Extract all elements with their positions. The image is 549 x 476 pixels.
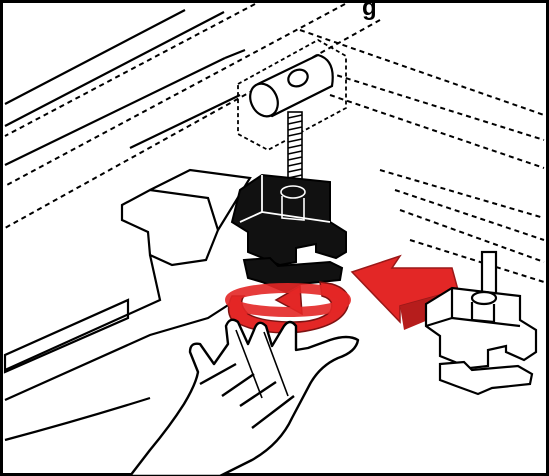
cylinder-pin (245, 55, 333, 121)
clamp-block (232, 175, 346, 292)
upper-rail (5, 10, 245, 165)
hand-icon (130, 320, 358, 476)
